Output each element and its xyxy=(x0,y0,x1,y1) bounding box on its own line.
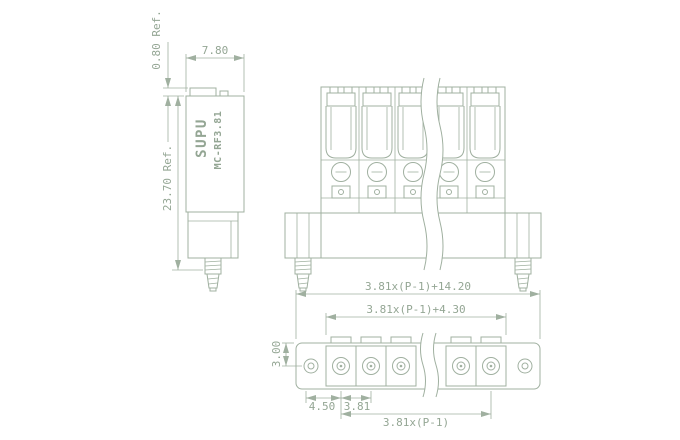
left-mounting-wing xyxy=(284,212,322,259)
break-line xyxy=(420,332,439,398)
bottom-view: 3.81x(P-1)+14.20 3.81x(P-1)+4.30 3.00 4.… xyxy=(270,280,541,429)
dim-edge-height-label: 3.00 xyxy=(270,341,283,368)
side-view: SUPU MC-RF3.81 7.80 0.80 Ref. 23.70 Ref. xyxy=(150,10,245,292)
model-number-text: MC-RF3.81 xyxy=(213,111,224,170)
right-mounting-wing xyxy=(504,212,542,259)
terminal-cell xyxy=(325,336,357,387)
dim-edge-height: 3.00 xyxy=(270,341,302,368)
dim-body-width-label: 7.80 xyxy=(202,44,229,57)
latch-tab xyxy=(189,87,217,97)
dim-lead-label: 4.50 xyxy=(309,400,336,413)
dim-tab-height: 0.80 Ref. xyxy=(150,10,188,142)
terminal-pole xyxy=(469,86,501,199)
dim-inner-width: 3.81x(P-1)+4.30 xyxy=(325,303,507,335)
dim-body-width: 7.80 xyxy=(185,44,245,92)
terminal-cell xyxy=(475,336,507,387)
terminal-pole xyxy=(325,86,357,199)
mounting-screw xyxy=(204,257,222,292)
terminal-cell xyxy=(385,336,417,387)
dim-overall-height: 23.70 Ref. xyxy=(161,96,203,271)
dim-overall-height-label: 23.70 Ref. xyxy=(161,145,174,211)
mounting-screw xyxy=(514,257,532,292)
brand-logo-text: SUPU xyxy=(194,118,210,158)
dim-pitch-label: 3.81 xyxy=(344,400,371,413)
terminal-cell xyxy=(355,336,387,387)
dim-total-width: 3.81x(P-1)+14.20 xyxy=(295,280,541,339)
dim-pitch-group: 4.50 3.81 3.81x(P-1) xyxy=(305,391,492,429)
dim-inner-width-label: 3.81x(P-1)+4.30 xyxy=(366,303,465,316)
break-line xyxy=(420,77,444,271)
dim-span-label: 3.81x(P-1) xyxy=(383,416,449,429)
mounting-screw xyxy=(294,257,312,292)
flange-hole xyxy=(303,358,319,374)
dim-tab-height-label: 0.80 Ref. xyxy=(150,10,163,70)
front-view xyxy=(284,77,542,292)
dim-total-width-label: 3.81x(P-1)+14.20 xyxy=(365,280,471,293)
terminal-pole xyxy=(361,86,393,199)
terminal-cell xyxy=(445,336,477,387)
flange-hole xyxy=(517,358,533,374)
